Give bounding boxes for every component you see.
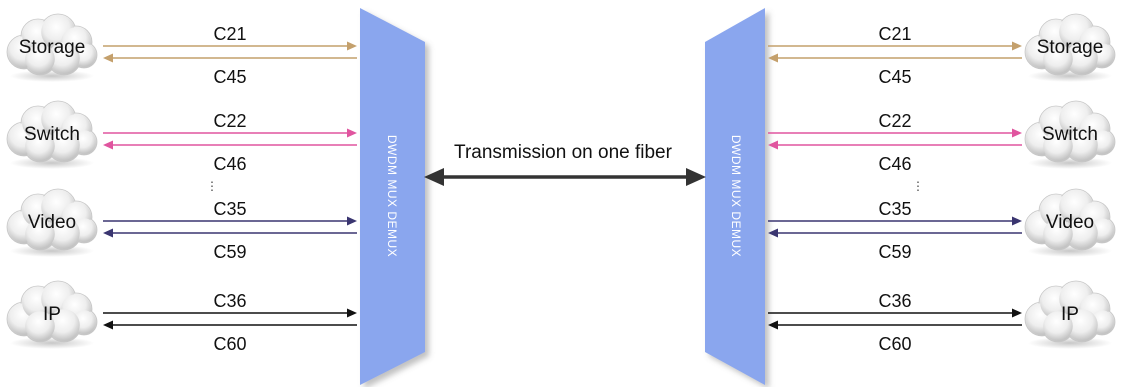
- right-rx-arrow-switch: [768, 140, 1022, 150]
- left-cloud-ip: IP: [6, 280, 98, 349]
- right-cloud-video: Video: [1024, 188, 1116, 257]
- right-tx-arrow-video: [768, 216, 1022, 226]
- right-cloud-storage: Storage: [1024, 13, 1116, 82]
- right-tx-label-switch: C22: [878, 111, 911, 131]
- left-tx-arrow-video: [103, 216, 357, 226]
- right-rx-label-storage: C45: [878, 67, 911, 87]
- left-tx-label-storage: C21: [213, 24, 246, 44]
- left-rx-arrow-video: [103, 228, 357, 238]
- right-cloud-ip: IP: [1024, 280, 1116, 349]
- left-mux-label: DWDM MUX DEMUX: [385, 135, 399, 257]
- left-rx-arrow-switch: [103, 140, 357, 150]
- right-mux-label: DWDM MUX DEMUX: [729, 135, 743, 257]
- left-cloud-ip-label: IP: [43, 304, 61, 325]
- left-cloud-video: Video: [6, 188, 98, 257]
- right-cloud-switch: Switch: [1024, 100, 1116, 169]
- left-tx-arrow-storage: [103, 41, 357, 51]
- left-cloud-switch-label: Switch: [24, 124, 80, 145]
- right-tx-label-storage: C21: [878, 24, 911, 44]
- right-rx-label-ip: C60: [878, 334, 911, 354]
- right-rx-arrow-ip: [768, 320, 1022, 330]
- right-rx-label-video: C59: [878, 242, 911, 262]
- left-rx-label-ip: C60: [213, 334, 246, 354]
- right-cloud-video-label: Video: [1046, 212, 1094, 233]
- right-cloud-switch-label: Switch: [1042, 124, 1098, 145]
- right-rx-arrow-storage: [768, 53, 1022, 63]
- right-cloud-ip-label: IP: [1061, 304, 1079, 325]
- left-rx-arrow-ip: [103, 320, 357, 330]
- left-rx-label-switch: C46: [213, 154, 246, 174]
- right-tx-label-ip: C36: [878, 291, 911, 311]
- right-mux: DWDM MUX DEMUX: [705, 8, 765, 385]
- right-tx-label-video: C35: [878, 199, 911, 219]
- left-rx-label-video: C59: [213, 242, 246, 262]
- left-tx-label-switch: C22: [213, 111, 246, 131]
- left-tx-label-ip: C36: [213, 291, 246, 311]
- left-mux: DWDM MUX DEMUX: [360, 8, 425, 385]
- right-ellipsis: ⋮: [912, 179, 924, 193]
- left-cloud-storage: Storage: [6, 13, 98, 82]
- left-ellipsis: ⋮: [206, 179, 218, 193]
- fiber-label: Transmission on one fiber: [454, 142, 673, 163]
- left-cloud-storage-label: Storage: [19, 37, 86, 58]
- left-tx-arrow-ip: [103, 308, 357, 318]
- right-rx-label-switch: C46: [878, 154, 911, 174]
- left-cloud-video-label: Video: [28, 212, 76, 233]
- left-rx-arrow-storage: [103, 53, 357, 63]
- left-rx-label-storage: C45: [213, 67, 246, 87]
- right-tx-arrow-ip: [768, 308, 1022, 318]
- right-tx-arrow-storage: [768, 41, 1022, 51]
- right-cloud-storage-label: Storage: [1037, 37, 1104, 58]
- left-cloud-switch: Switch: [6, 100, 98, 169]
- right-rx-arrow-video: [768, 228, 1022, 238]
- right-tx-arrow-switch: [768, 128, 1022, 138]
- left-tx-arrow-switch: [103, 128, 357, 138]
- left-tx-label-video: C35: [213, 199, 246, 219]
- fiber-link: Transmission on one fiber: [424, 142, 706, 186]
